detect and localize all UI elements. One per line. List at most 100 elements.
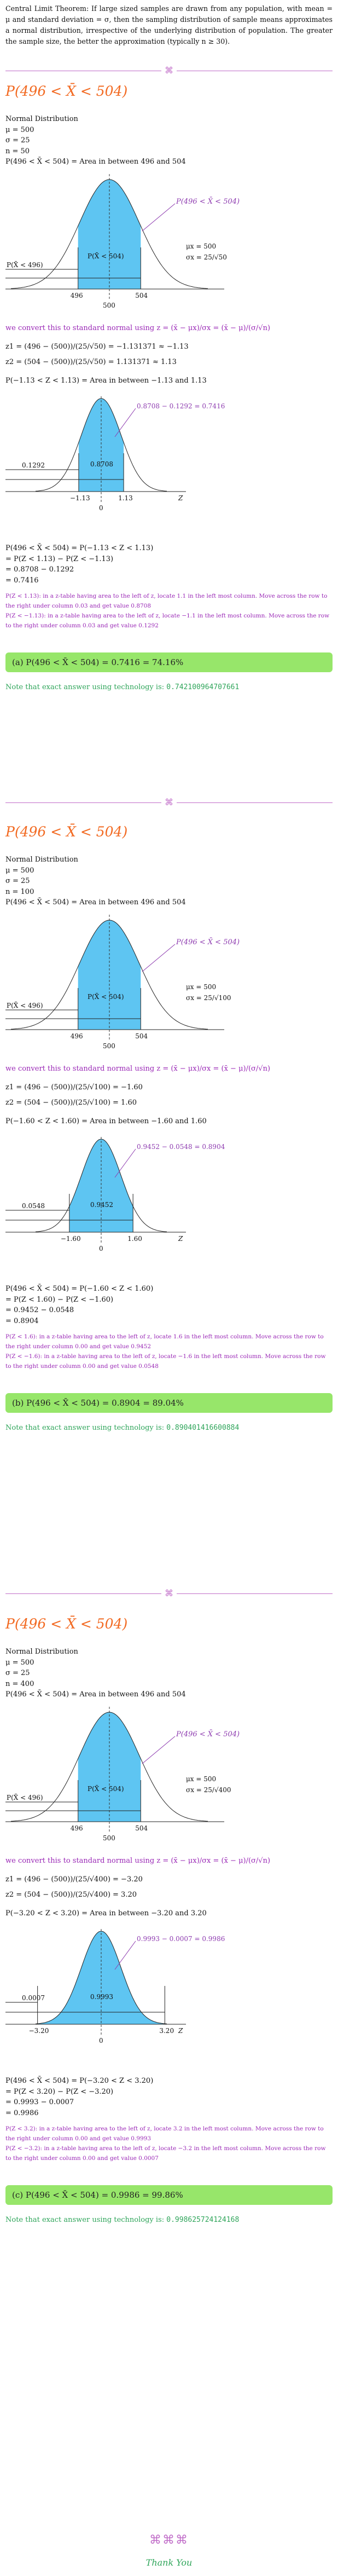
left-tick-label: 496: [71, 292, 83, 299]
derivation-line: P(496 < X̄ < 504) = P(−1.13 < Z < 1.13): [5, 544, 154, 552]
z2-line: z2 = (504 − (500))/(25/√50) = 1.131371 ≈…: [5, 358, 177, 366]
z-table-notes: P(Z < 1.13): in a z-table having area to…: [5, 591, 333, 631]
left-z-tick: −1.13: [70, 494, 90, 502]
standard-normal-plot: 0.9452 − 0.0548 = 0.89040.94520.0548−1.6…: [5, 1137, 225, 1252]
derivation-line: = P(Z < 1.60) − P(Z < −1.60): [5, 1295, 114, 1304]
given-line: σ = 25: [5, 1669, 30, 1677]
right-tick-label: 504: [135, 1032, 148, 1040]
z-axis-label: Z: [178, 1235, 183, 1243]
divider-symbol-icon: ⌘: [161, 1588, 177, 1599]
right-tick-label: 504: [135, 1824, 148, 1832]
derivation-line: = 0.9986: [5, 2109, 39, 2117]
solution-section: P(496 < X̄ < 504) Normal Distribution μ = …: [0, 1616, 338, 2322]
sigma-label: σx = 25/√50: [186, 253, 227, 261]
derivation-line: = P(Z < 3.20) − P(Z < −3.20): [5, 2087, 114, 2096]
divider-symbol-icon: ⌘: [161, 65, 177, 76]
z-table-notes: P(Z < 3.2): in a z-table having area to …: [5, 2124, 333, 2163]
left-area-label: 0.0548: [22, 1202, 45, 1210]
z-table-note: P(Z < 1.6): in a z-table having area to …: [5, 1333, 324, 1350]
center-tick-label: 500: [103, 1834, 115, 1842]
center-z-tick: 0: [99, 504, 103, 512]
derivation-line: = P(Z < 1.13) − P(Z < −1.13): [5, 555, 114, 563]
shaded-label: P(X̄ < 504): [88, 1784, 124, 1793]
answer-derivation: P(496 < X̄ < 504) = P(−1.13 < Z < 1.13) =…: [5, 543, 153, 586]
left-area-label: 0.1292: [22, 461, 45, 469]
conversion-formula: we convert this to standard normal using…: [5, 1857, 271, 1865]
left-tail-label: P(X̄ < 496): [7, 1001, 43, 1009]
callout-label: P(496 < X̄ < 504): [176, 197, 240, 206]
section-divider: ⌘: [0, 65, 338, 78]
mu-label: μx = 500: [186, 1775, 216, 1783]
sample-mean-distribution-plot: P(496 < X̄ < 504) P(X̄ < 504) P(X̄ < 496) μ…: [5, 1707, 240, 1842]
z-table-note: P(Z < −1.13): in a z-table having area t…: [5, 613, 330, 629]
callout-label: P(496 < X̄ < 504): [176, 1730, 240, 1738]
mu-label: μx = 500: [186, 983, 216, 991]
technology-note-label: Note that exact answer using technology …: [5, 683, 167, 691]
z-score-calculations: z1 = (496 − (500))/(25/√50) = −1.131371 …: [5, 339, 189, 370]
derivation-line: = 0.8904: [5, 1316, 39, 1325]
shaded-label: P(X̄ < 504): [88, 252, 124, 260]
z2-line: z2 = (504 − (500))/(25/√100) = 1.60: [5, 1099, 137, 1107]
left-z-tick: −3.20: [29, 2027, 49, 2035]
standard-normal-plot: 0.8708 − 0.1292 = 0.74160.87080.1292−1.1…: [5, 396, 225, 512]
given-line: n = 100: [5, 887, 34, 896]
sigma-label: σx = 25/√400: [186, 1786, 231, 1794]
z-table-note: P(Z < 1.13): in a z-table having area to…: [5, 593, 328, 609]
section-title: P(496 < X̄ < 504): [5, 1616, 128, 1632]
conversion-formula: we convert this to standard normal using…: [5, 324, 271, 332]
cumulative-area-label: 0.8708: [90, 460, 113, 468]
section-divider: ⌘: [0, 1587, 338, 1601]
intro-paragraph: Central Limit Theorem: If large sized sa…: [5, 4, 333, 45]
shaded-label: P(X̄ < 504): [88, 992, 124, 1001]
right-z-tick: 1.13: [118, 494, 133, 502]
given-line: Normal Distribution: [5, 1648, 78, 1656]
given-line: Normal Distribution: [5, 115, 78, 123]
standard-probability-line: P(−3.20 < Z < 3.20) = Area in between −3…: [5, 1909, 207, 1917]
left-z-tick: −1.60: [61, 1235, 81, 1243]
callout-leader: [114, 1148, 136, 1178]
technology-value: 0.998625724124168: [166, 2216, 240, 2224]
shaded-area: [37, 1931, 165, 2024]
z-table-notes: P(Z < 1.6): in a z-table having area to …: [5, 1332, 333, 1371]
conversion-formula: we convert this to standard normal using…: [5, 1065, 271, 1073]
z-table-note: P(Z < 3.2): in a z-table having area to …: [5, 2126, 324, 2142]
z1-line: z1 = (496 − (500))/(25/√400) = −3.20: [5, 1875, 143, 1884]
left-tail-label: P(X̄ < 496): [7, 1793, 43, 1801]
derivation-line: P(496 < X̄ < 504) = P(−3.20 < Z < 3.20): [5, 2077, 154, 2085]
section-title: P(496 < X̄ < 504): [5, 83, 128, 99]
given-line: μ = 500: [5, 1658, 34, 1667]
derivation-line: = 0.7416: [5, 576, 39, 585]
area-difference-label: 0.9452 − 0.0548 = 0.8904: [137, 1143, 225, 1151]
end-divider: ⌘⌘⌘: [149, 2533, 189, 2547]
shaded-area: [78, 180, 141, 289]
right-z-tick: 1.60: [127, 1235, 142, 1243]
area-difference-label: 0.9993 − 0.0007 = 0.9986: [137, 1935, 225, 1943]
z1-line: z1 = (496 − (500))/(25/√100) = −1.60: [5, 1083, 143, 1091]
callout-leader: [142, 203, 176, 232]
given-line: P(496 < X̄ < 504) = Area in between 496 …: [5, 1690, 186, 1699]
center-z-tick: 0: [99, 1245, 103, 1252]
technology-note: Note that exact answer using technology …: [5, 683, 239, 691]
mu-label: μx = 500: [186, 242, 216, 250]
final-answer-badge: (c) P(496 < X̄ < 504) = 0.9986 = 99.86%: [5, 2185, 333, 2205]
derivation-line: P(496 < X̄ < 504) = P(−1.60 < Z < 1.60): [5, 1285, 154, 1293]
z-table-note: P(Z < −3.2): in a z-table having area to…: [5, 2145, 326, 2162]
standard-probability-line: P(−1.13 < Z < 1.13) = Area in between −1…: [5, 377, 207, 385]
technology-note: Note that exact answer using technology …: [5, 1424, 239, 1432]
z-table-note: P(Z < −1.6): in a z-table having area to…: [5, 1353, 326, 1370]
center-z-tick: 0: [99, 2037, 103, 2044]
answer-derivation: P(496 < X̄ < 504) = P(−3.20 < Z < 3.20) =…: [5, 2076, 153, 2118]
technology-value: 0.890401416600884: [166, 1424, 240, 1432]
derivation-line: = 0.9452 − 0.0548: [5, 1306, 74, 1314]
z-axis-label: Z: [178, 2027, 183, 2035]
given-line: μ = 500: [5, 125, 34, 134]
callout-leader: [142, 944, 176, 972]
right-z-tick: 3.20: [159, 2027, 174, 2035]
derivation-line: = 0.9993 − 0.0007: [5, 2098, 74, 2106]
section-divider: ⌘: [0, 796, 338, 810]
